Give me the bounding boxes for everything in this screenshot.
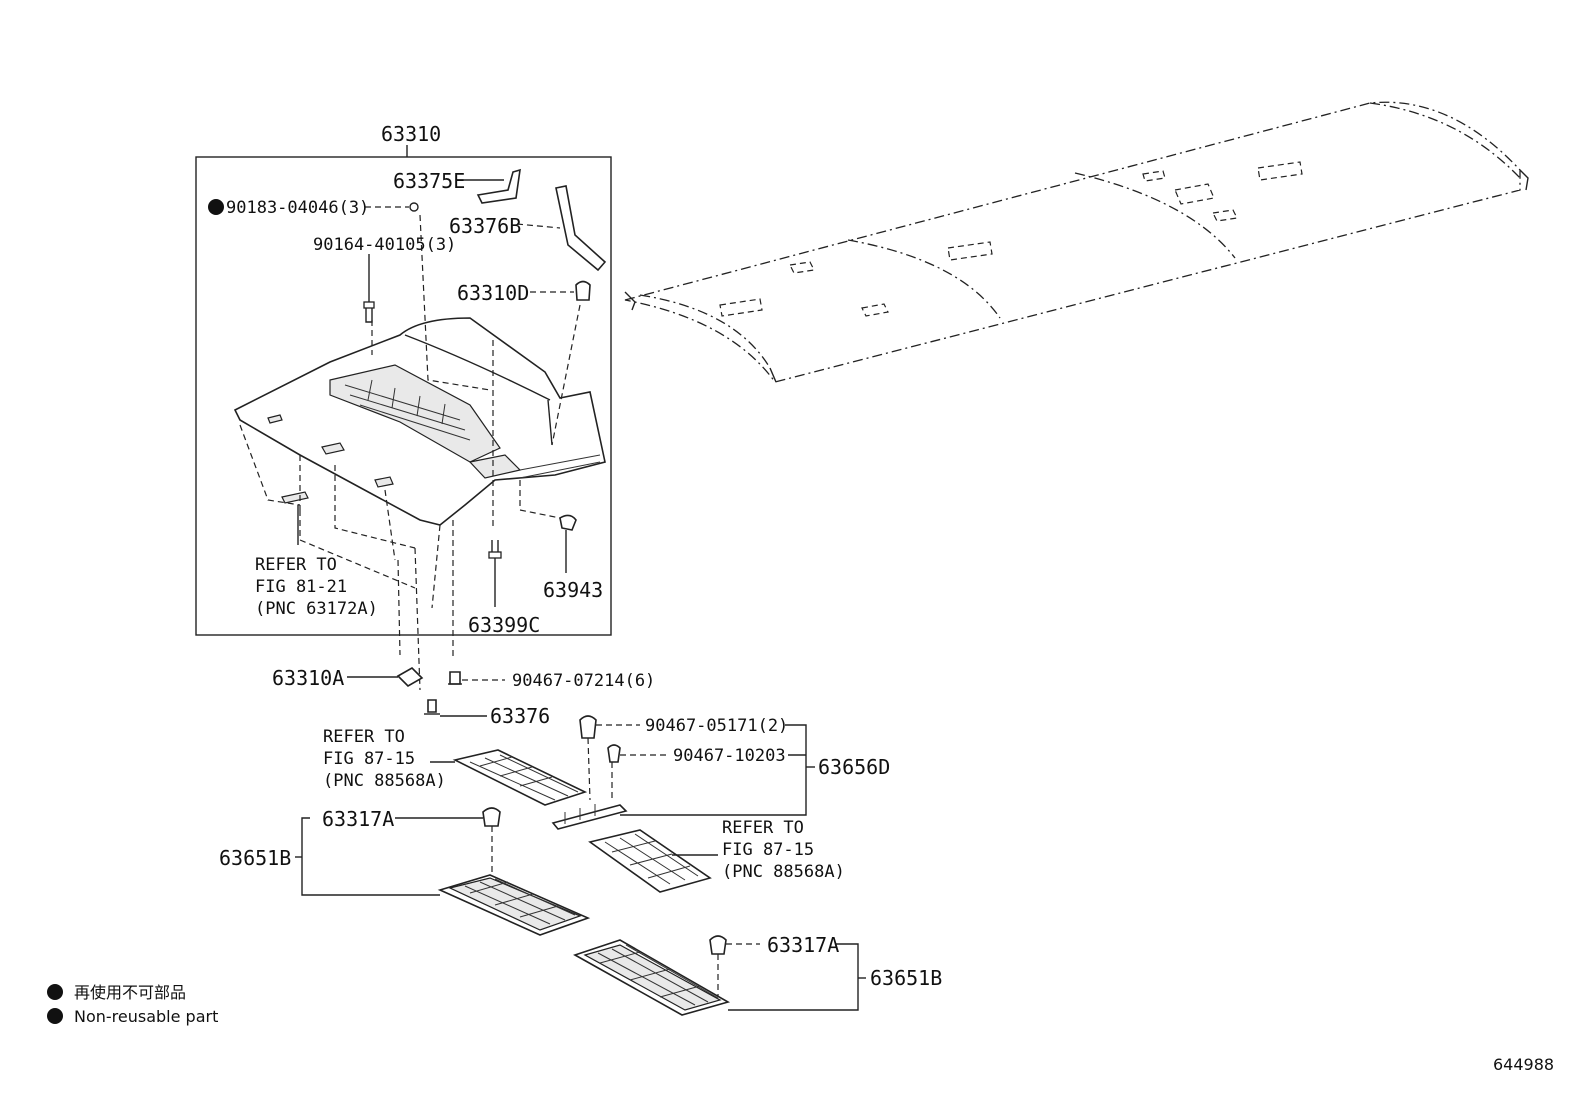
label-63376B: 63376B [449,214,521,238]
ref3-line3: (PNC 88568A) [722,862,845,882]
label-63317A-lower: 63317A [767,933,839,957]
part-63399C-screw[interactable] [488,540,502,559]
label-63651B-upper: 63651B [219,846,291,870]
legend-line-english: Non-reusable part [74,1007,218,1026]
label-63317A-upper: 63317A [322,807,394,831]
reference-part-lower[interactable] [588,829,712,893]
label-90467-10203: 90467-10203 [673,746,786,766]
ref1-line2: FIG 81-21 [255,577,347,597]
label-63651B-lower: 63651B [870,966,942,990]
part-63310A-clip[interactable] [396,667,424,687]
label-63656D: 63656D [818,755,890,779]
part-63651B-cover-lower[interactable] [573,939,731,1016]
legend-line-japanese: 再使用不可部品 [74,983,186,1002]
part-90467-05171-clip[interactable] [579,715,597,739]
part-63317A-clip-upper[interactable] [482,807,501,827]
part-63376B-bracket[interactable] [555,185,607,272]
part-90467-07214-clip[interactable] [448,671,462,685]
ref2-line3: (PNC 88568A) [323,771,446,791]
part-63376-pin[interactable] [424,699,440,715]
diagram-id: 644988 [1493,1055,1554,1074]
label-63376: 63376 [490,704,550,728]
label-63399C: 63399C [468,613,540,637]
label-63375E: 63375E [393,169,465,193]
label-90467-07214: 90467-07214(6) [512,671,655,691]
ref1-line1: REFER TO [255,555,337,575]
part-63656D-strip[interactable] [551,804,628,830]
ref3-line2: FIG 87-15 [722,840,814,860]
legend-marker-2 [47,1008,63,1024]
label-63310: 63310 [381,122,441,146]
reference-part-upper[interactable] [452,749,588,806]
ref2-line1: REFER TO [323,727,405,747]
label-90183-04046: 90183-04046(3) [226,198,369,218]
label-63310A: 63310A [272,666,344,690]
projection-lines [239,214,581,691]
part-63375E-bracket[interactable] [476,168,521,204]
part-90183-clip[interactable] [409,202,419,212]
assembly-frame [195,156,612,636]
label-90164-40105: 90164-40105(3) [313,235,456,255]
non-reusable-marker-90183 [208,199,224,215]
roof-headlining-panel[interactable] [233,317,606,526]
part-90164-screw[interactable] [363,301,375,323]
legend: 再使用不可部品 Non-reusable part [47,983,218,1026]
label-63310D: 63310D [457,281,529,305]
part-90467-10203-clip[interactable] [607,744,621,763]
label-90467-05171: 90467-05171(2) [645,716,788,736]
roof-headliner-outline [624,101,1529,383]
legend-marker-1 [47,984,63,1000]
ref3-line1: REFER TO [722,818,804,838]
ref1-line3: (PNC 63172A) [255,599,378,619]
bracket-63656D [620,724,815,816]
part-63651B-cover-upper[interactable] [437,874,591,936]
label-63943: 63943 [543,578,603,602]
part-63317A-clip-lower[interactable] [709,935,727,955]
ref2-line2: FIG 87-15 [323,749,415,769]
part-63943-clip[interactable] [559,514,577,531]
part-63310D-clip[interactable] [575,280,591,301]
